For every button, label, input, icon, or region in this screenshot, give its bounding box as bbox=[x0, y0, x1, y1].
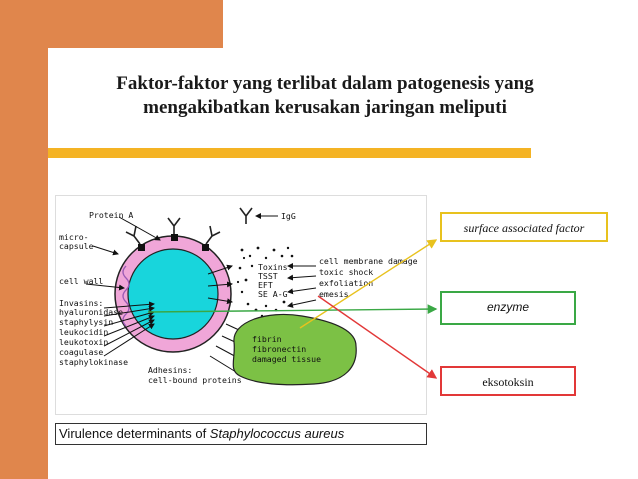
invasin-item: leukotoxin bbox=[59, 337, 108, 347]
caption-prefix: Virulence determinants of bbox=[59, 426, 210, 441]
toxin-item: Toxins: bbox=[258, 262, 293, 272]
label-adhesins-detail: cell-bound proteins bbox=[148, 375, 242, 385]
label-invasins: Invasins: bbox=[59, 298, 103, 308]
label-microcapsule-1: micro- bbox=[59, 232, 89, 242]
label-igg: IgG bbox=[281, 211, 296, 221]
damage-item: cell membrane damage bbox=[319, 256, 418, 266]
caption-species: Staphylococcus aureus bbox=[209, 426, 345, 441]
title-line-2: mengakibatkan kerusakan jaringan meliput… bbox=[143, 97, 507, 118]
eksotoksin-box: eksotoksin bbox=[440, 366, 576, 396]
label-cell-wall: cell wall bbox=[59, 276, 103, 286]
tissue-item: fibrin bbox=[252, 334, 282, 344]
damage-item: toxic shock bbox=[319, 267, 373, 277]
label-adhesins: Adhesins: bbox=[148, 365, 192, 375]
connector-surface bbox=[299, 239, 438, 329]
slide-top-accent bbox=[48, 0, 223, 48]
pointer-lines bbox=[85, 213, 317, 373]
figure-caption: Virulence determinants of Staphylococcus… bbox=[55, 423, 427, 445]
toxin-item: SE A-G bbox=[258, 289, 288, 299]
connector-eksotoksin bbox=[317, 295, 438, 379]
slide-title: Faktor-faktor yang terlibat dalam patoge… bbox=[60, 72, 590, 120]
connector-enzyme bbox=[147, 304, 438, 314]
toxin-item: EFT bbox=[258, 280, 273, 290]
title-line-1: Faktor-faktor yang terlibat dalam patoge… bbox=[116, 73, 534, 94]
protein-a-marker bbox=[171, 234, 178, 241]
enzyme-box: enzyme bbox=[440, 291, 576, 325]
damage-item: exfoliation bbox=[319, 278, 373, 288]
damage-item: emesis bbox=[319, 289, 349, 299]
damaged-tissue-blob bbox=[232, 313, 357, 386]
staph-virulence-figure: Protein A IgG micro- capsule cell wall I… bbox=[55, 195, 427, 415]
cell-wall-line bbox=[122, 265, 130, 327]
invasin-item: coagulase bbox=[59, 347, 103, 357]
slide-sidebar-bar bbox=[0, 0, 48, 479]
invasin-item: hyaluronidase bbox=[59, 307, 123, 317]
tissue-item: damaged tissue bbox=[252, 354, 321, 364]
invasin-item: staphylysin bbox=[59, 317, 113, 327]
invasin-item: leukocidin bbox=[59, 327, 108, 337]
tissue-item: fibronectin bbox=[252, 344, 306, 354]
surface-factor-box: surface associated factor bbox=[440, 212, 608, 242]
toxin-item: TSST bbox=[258, 271, 278, 281]
invasin-item: staphylokinase bbox=[59, 357, 128, 367]
label-microcapsule-2: capsule bbox=[59, 241, 94, 251]
label-protein-a: Protein A bbox=[89, 210, 133, 220]
title-underline-bar bbox=[48, 148, 531, 158]
figure-drawing: Protein A IgG micro- capsule cell wall I… bbox=[59, 207, 418, 386]
